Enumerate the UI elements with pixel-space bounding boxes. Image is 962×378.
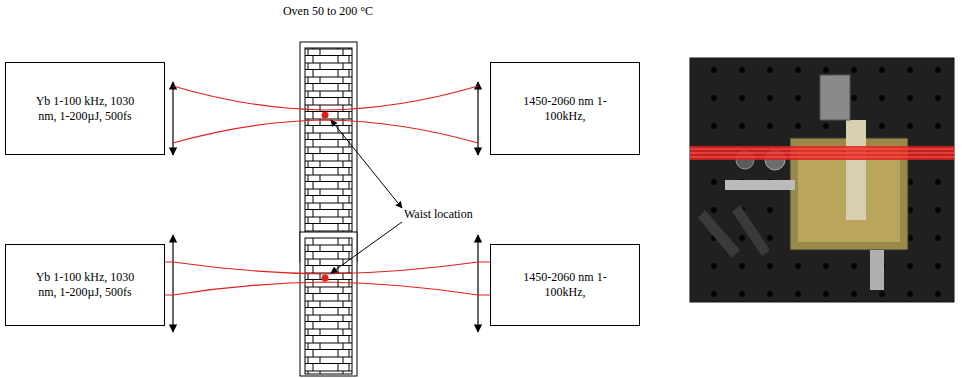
oven-temperature-label: Oven 50 to 200 °C: [283, 4, 373, 19]
laser-source-box: Yb 1-100 kHz, 1030 nm, 1-200µJ, 500fs: [5, 244, 165, 326]
waist-dot: [322, 275, 329, 282]
box-label: 1450-2060 nm 1-100kHz,: [515, 270, 615, 300]
waist-dot: [322, 112, 329, 119]
box-label: Yb 1-100 kHz, 1030 nm, 1-200µJ, 500fs: [35, 94, 135, 124]
lens: [173, 82, 478, 332]
leader-arrow: [331, 120, 402, 273]
setup-photo: [690, 58, 954, 302]
oven: [300, 42, 357, 262]
laser-source-box: 1450-2060 nm 1-100kHz,: [490, 244, 640, 326]
box-label: Yb 1-100 kHz, 1030 nm, 1-200µJ, 500fs: [35, 270, 135, 300]
laser-source-box: Yb 1-100 kHz, 1030 nm, 1-200µJ, 500fs: [5, 62, 165, 155]
oven: [300, 232, 357, 376]
box-label: 1450-2060 nm 1-100kHz,: [515, 94, 615, 124]
waist-location-label: Waist location: [404, 207, 473, 222]
laser-source-box: 1450-2060 nm 1-100kHz,: [490, 62, 640, 155]
laser-beam: [165, 86, 490, 295]
